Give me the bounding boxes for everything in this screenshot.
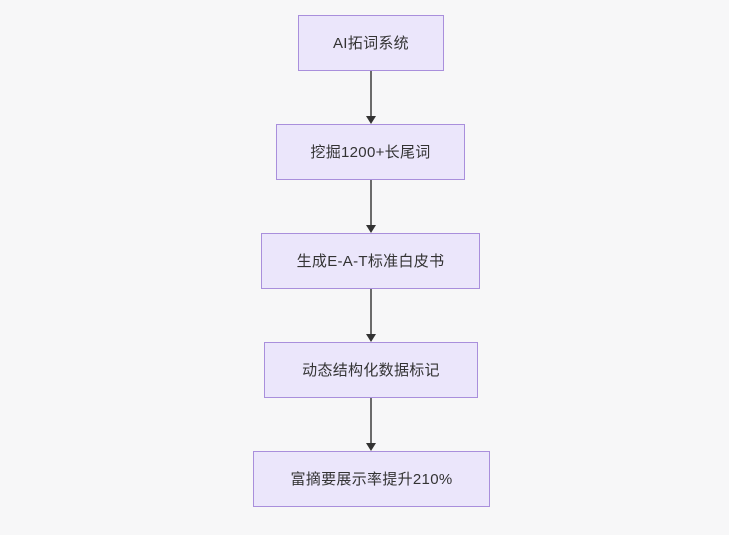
arrow-down-icon bbox=[366, 225, 376, 233]
flow-node-dynamic-structured-data-markup[interactable]: 动态结构化数据标记 bbox=[264, 342, 478, 398]
edge-line bbox=[370, 289, 372, 335]
flow-node-label: 动态结构化数据标记 bbox=[302, 361, 440, 379]
flow-node-label: 挖掘1200+长尾词 bbox=[310, 143, 431, 161]
flow-node-label: 富摘要展示率提升210% bbox=[290, 470, 453, 488]
arrow-down-icon bbox=[366, 334, 376, 342]
edge-line bbox=[370, 398, 372, 444]
flow-node-label: AI拓词系统 bbox=[333, 34, 409, 52]
flow-node-generate-eat-whitepaper[interactable]: 生成E-A-T标准白皮书 bbox=[261, 233, 480, 289]
edge-line bbox=[370, 180, 372, 226]
arrow-down-icon bbox=[366, 116, 376, 124]
flow-node-rich-snippet-impression-uplift[interactable]: 富摘要展示率提升210% bbox=[253, 451, 490, 507]
flow-node-mine-longtail-keywords[interactable]: 挖掘1200+长尾词 bbox=[276, 124, 465, 180]
edge-line bbox=[370, 71, 372, 117]
arrow-down-icon bbox=[366, 443, 376, 451]
flow-node-label: 生成E-A-T标准白皮书 bbox=[296, 252, 445, 270]
flow-node-ai-keyword-system[interactable]: AI拓词系统 bbox=[298, 15, 444, 71]
